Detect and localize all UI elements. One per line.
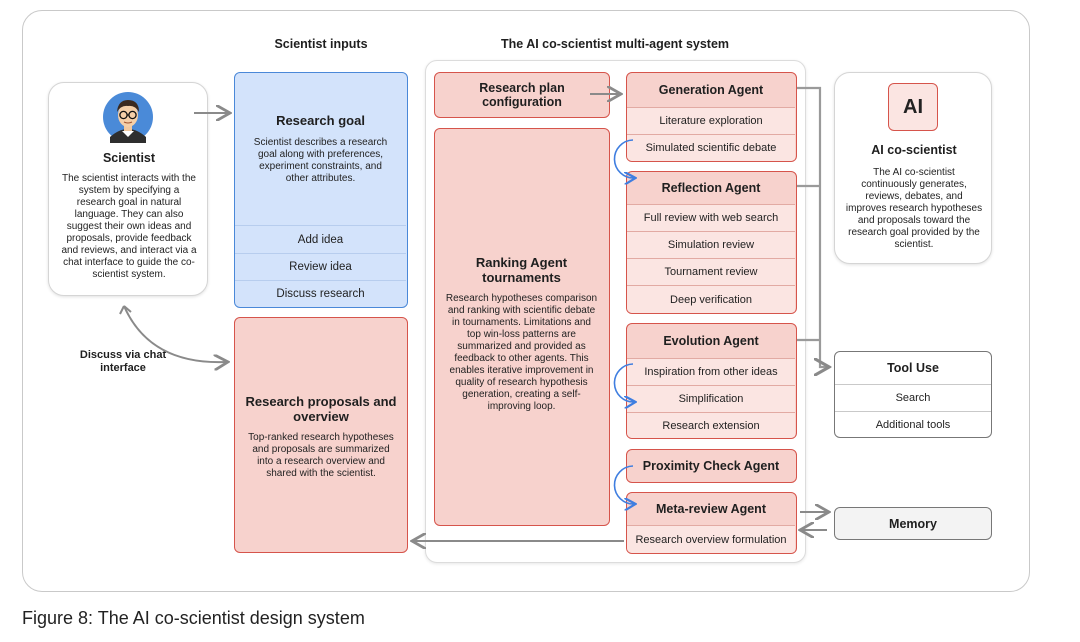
system-header: The AI co-scientist multi-agent system bbox=[500, 37, 730, 51]
ranking-tournaments-desc: Research hypotheses comparison and ranki… bbox=[445, 293, 598, 412]
research-proposals-desc: Top-ranked research hypotheses and propo… bbox=[248, 432, 394, 479]
meta-review-agent-box: Meta-review Agent Research overview form… bbox=[626, 492, 797, 554]
reflection-agent-title: Reflection Agent bbox=[661, 181, 761, 195]
ranking-tournaments-box: Ranking Agent tournaments Research hypot… bbox=[434, 128, 610, 526]
ai-co-scientist-title: AI co-scientist bbox=[871, 143, 957, 157]
research-extension-item: Research extension bbox=[627, 412, 795, 438]
scientific-debate-item: Simulated scientific debate bbox=[627, 134, 795, 161]
research-plan-config-box: Research plan configuration bbox=[434, 72, 610, 118]
research-proposals-box: Research proposals and overview Top-rank… bbox=[234, 317, 408, 553]
proximity-agent-box: Proximity Check Agent bbox=[626, 449, 797, 483]
inspiration-item: Inspiration from other ideas bbox=[627, 358, 795, 385]
research-proposals-title: Research proposals and overview bbox=[245, 394, 397, 424]
figure-caption: Figure 8: The AI co-scientist design sys… bbox=[22, 608, 365, 628]
discuss-research-button[interactable]: Discuss research bbox=[235, 280, 406, 307]
tool-use-title: Tool Use bbox=[887, 361, 939, 375]
memory-box: Memory bbox=[834, 507, 992, 540]
scientist-title: Scientist bbox=[102, 151, 156, 165]
reflection-agent-box: Reflection Agent Full review with web se… bbox=[626, 171, 797, 314]
deep-verification-item: Deep verification bbox=[627, 285, 795, 313]
literature-exploration-item: Literature exploration bbox=[627, 107, 795, 134]
scientist-card: Scientist The scientist interacts with t… bbox=[48, 82, 208, 296]
loop-evolution bbox=[613, 363, 634, 402]
add-idea-button[interactable]: Add idea bbox=[235, 225, 406, 253]
research-goal-desc: Scientist describes a research goal alon… bbox=[253, 137, 388, 184]
evolution-agent-box: Evolution Agent Inspiration from other i… bbox=[626, 323, 797, 439]
proximity-agent-title: Proximity Check Agent bbox=[642, 458, 780, 473]
tool-use-box: Tool Use Search Additional tools bbox=[834, 351, 992, 438]
scientist-avatar-icon bbox=[102, 91, 154, 143]
web-search-review-item: Full review with web search bbox=[627, 204, 795, 231]
ai-co-scientist-desc: The AI co-scientist continuously generat… bbox=[845, 167, 983, 250]
ranking-tournaments-title: Ranking Agent tournaments bbox=[475, 255, 568, 285]
loop-proximity bbox=[613, 465, 634, 504]
arrow-chat-interface bbox=[123, 305, 226, 362]
evolution-agent-title: Evolution Agent bbox=[663, 334, 759, 348]
research-goal-box: Research goal Scientist describes a rese… bbox=[234, 72, 408, 308]
generation-agent-title: Generation Agent bbox=[658, 83, 764, 97]
meta-review-agent-title: Meta-review Agent bbox=[656, 502, 766, 516]
tournament-review-item: Tournament review bbox=[627, 258, 795, 285]
arrow-agents-to-tools bbox=[797, 86, 827, 367]
overview-formulation-item: Research overview formulation bbox=[627, 525, 795, 553]
generation-agent-box: Generation Agent Literature exploration … bbox=[626, 72, 797, 162]
memory-title: Memory bbox=[889, 516, 937, 531]
inputs-header: Scientist inputs bbox=[274, 37, 368, 51]
simplification-item: Simplification bbox=[627, 385, 795, 412]
chat-interface-label: Discuss via chat interface bbox=[79, 349, 167, 374]
additional-tools-item: Additional tools bbox=[835, 411, 991, 437]
research-plan-config-title: Research plan configuration bbox=[479, 81, 565, 109]
research-goal-title: Research goal bbox=[276, 113, 365, 128]
simulation-review-item: Simulation review bbox=[627, 231, 795, 258]
review-idea-button[interactable]: Review idea bbox=[235, 253, 406, 280]
scientist-desc: The scientist interacts with the system … bbox=[61, 173, 197, 280]
ai-co-scientist-card: AI AI co-scientist The AI co-scientist c… bbox=[834, 72, 992, 264]
ai-logo-icon: AI bbox=[888, 83, 938, 131]
loop-generation bbox=[613, 139, 634, 178]
search-tool-item: Search bbox=[835, 384, 991, 411]
